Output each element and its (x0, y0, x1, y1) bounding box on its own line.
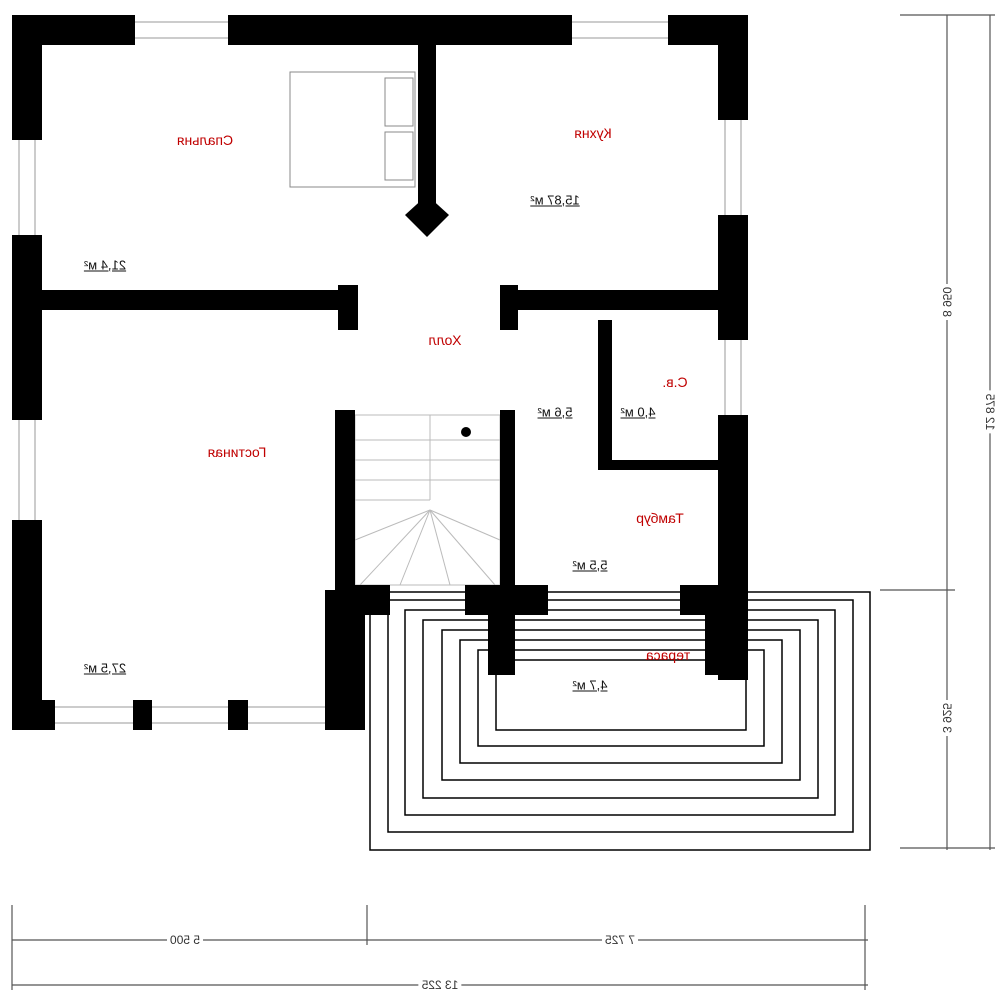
dim-bottom-left: 5 500 (166, 933, 204, 947)
dim-right-bottom: 3 925 (940, 699, 954, 737)
room-area-terrace: 4,7 м² (572, 677, 608, 693)
room-area-kitchen: 15,87 м² (530, 192, 580, 208)
room-area-bedroom: 21,4 м² (83, 257, 127, 273)
room-area-hall: 5,6 м² (537, 404, 573, 420)
dim-right-top: 8 950 (940, 283, 954, 321)
windows (18, 21, 742, 724)
room-label-terrace: тераса (645, 647, 691, 663)
room-label-wc: С.в. (662, 374, 688, 390)
room-area-living: 27,5 м² (83, 660, 127, 676)
bed (289, 71, 416, 188)
terrace-steps (369, 591, 871, 851)
stairs (354, 414, 501, 586)
dim-bottom-right: 7 725 (601, 933, 639, 947)
room-label-kitchen: Кухня (574, 125, 612, 141)
room-area-wc: 4,0 м² (620, 404, 656, 420)
dim-right-total: 12 875 (983, 390, 997, 434)
walls (12, 15, 748, 730)
stair-marker (461, 427, 471, 437)
room-area-vestibule: 5,5 м² (572, 557, 608, 573)
room-label-vestibule: Тамбур (636, 510, 684, 526)
room-label-living: Гостиная (207, 444, 267, 460)
room-label-hall: Холл (428, 332, 462, 348)
dim-bottom-total: 13 225 (418, 978, 462, 992)
room-label-bedroom: Спальня (176, 132, 234, 148)
